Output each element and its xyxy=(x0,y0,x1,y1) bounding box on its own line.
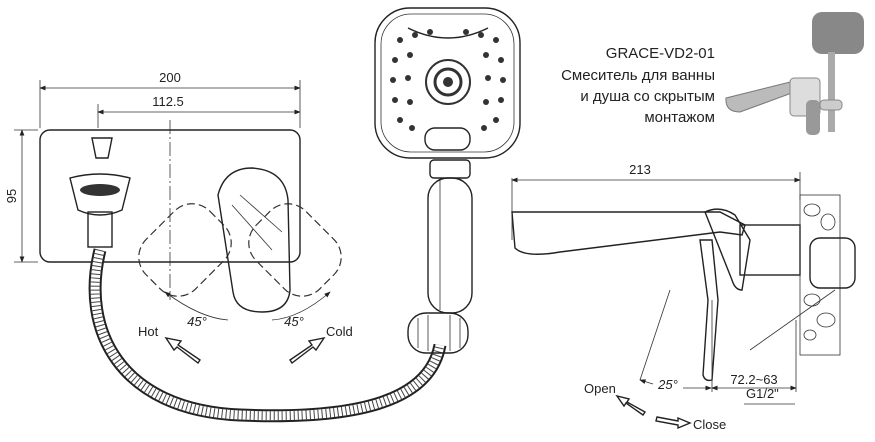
dimension-length: 213 xyxy=(511,162,801,240)
diverter-knob xyxy=(69,137,131,248)
wall-section xyxy=(799,194,856,356)
side-handle xyxy=(699,239,719,382)
spout xyxy=(511,211,746,255)
dim-width-label: 200 xyxy=(159,70,181,85)
hot-arrow xyxy=(164,336,201,365)
front-view: 200 112.5 95 45° 45° Hot Cold xyxy=(4,70,447,423)
angle-left-label: 45° xyxy=(187,314,207,329)
hot-label: Hot xyxy=(138,324,159,339)
cold-label: Cold xyxy=(326,324,353,339)
product-description-line-2: и душа со скрытым xyxy=(580,88,715,105)
cold-arrow xyxy=(289,336,326,365)
angle-right-label: 45° xyxy=(284,314,304,329)
product-model: GRACE-VD2-01 xyxy=(606,45,715,62)
close-arrow xyxy=(655,416,692,430)
open-arrow xyxy=(615,394,647,416)
mixer-handle xyxy=(217,167,291,313)
shower-holder xyxy=(407,312,469,354)
dim-offset-label: 112.5 xyxy=(152,94,184,109)
spray-nozzles xyxy=(390,29,506,131)
dimension-height: 95 xyxy=(4,129,38,263)
dim-height-label: 95 xyxy=(4,189,19,203)
product-description-line-1: Смеситель для ванны xyxy=(561,67,715,84)
depth-range-label: 72.2~63 xyxy=(730,372,777,387)
hand-shower xyxy=(374,7,521,354)
close-label: Close xyxy=(693,417,726,432)
product-photo xyxy=(725,12,864,135)
open-label: Open xyxy=(584,381,616,396)
dimension-handle-offset: 112.5 xyxy=(97,94,301,128)
angle-label: 25° xyxy=(657,377,678,392)
dim-length-label: 213 xyxy=(629,162,651,177)
side-view: 213 G1/2" 25° 72.2~63 Open Close xyxy=(511,162,856,432)
dimension-width: 200 xyxy=(39,70,301,128)
product-info: GRACE-VD2-01 Смеситель для ванны и душа … xyxy=(561,45,715,126)
product-description-line-3: монтажом xyxy=(644,109,715,126)
